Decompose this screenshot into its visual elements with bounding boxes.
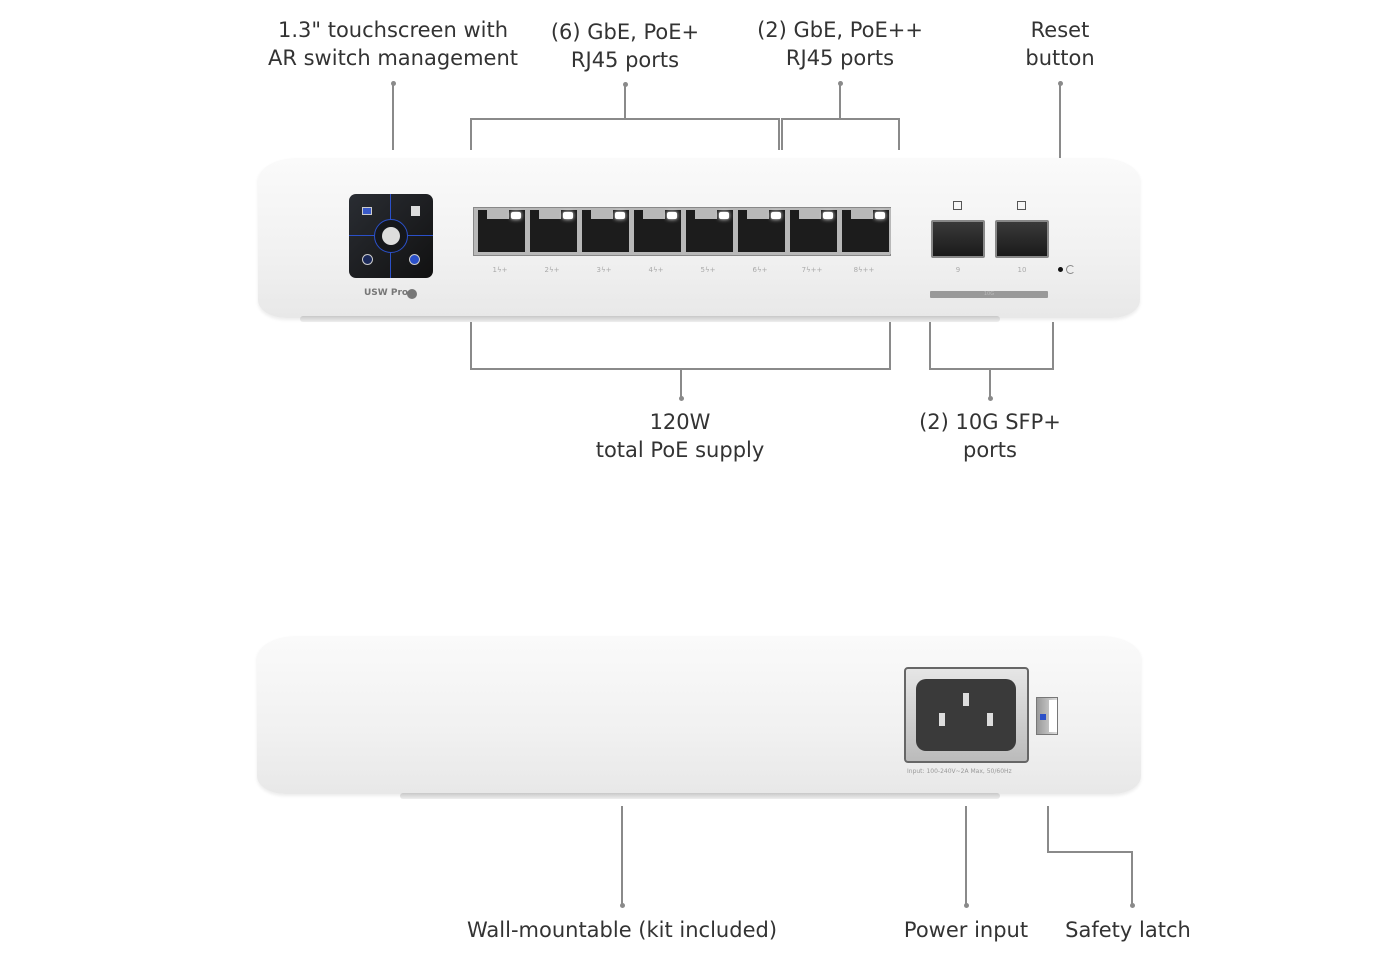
sfp-label: 10 bbox=[1017, 266, 1027, 274]
callout-sfp-ports: (2) 10G SFP+ports bbox=[919, 410, 1061, 462]
port-label: 5ϟ+ bbox=[700, 266, 716, 274]
device-shadow bbox=[300, 316, 1000, 322]
bluetooth-icon bbox=[362, 254, 373, 265]
power-inlet[interactable] bbox=[904, 667, 1029, 763]
reset-button[interactable] bbox=[1058, 267, 1063, 272]
sfp-led-icon bbox=[1017, 201, 1026, 210]
power-rating-label: Input: 100-240V~2A Max, 50/60Hz bbox=[907, 768, 1012, 775]
port-label: 2ϟ+ bbox=[544, 266, 560, 274]
sfp-port-10[interactable] bbox=[995, 220, 1049, 258]
port-label: 8ϟ++ bbox=[853, 266, 875, 274]
callout-safety-latch: Safety latch bbox=[1065, 918, 1191, 942]
sfp-led-icon bbox=[953, 201, 962, 210]
touchscreen[interactable] bbox=[349, 194, 433, 278]
sfp-speed-bar: 10G bbox=[930, 291, 1048, 298]
rj45-port-1[interactable] bbox=[476, 208, 527, 254]
rj45-port-group bbox=[473, 207, 891, 256]
callout-poe-plus-ports: (6) GbE, PoE+RJ45 ports bbox=[550, 20, 700, 72]
rj45-port-6[interactable] bbox=[736, 208, 787, 254]
center-button-icon bbox=[382, 227, 400, 245]
rj45-port-4[interactable] bbox=[632, 208, 683, 254]
poe-bolt-icon bbox=[407, 289, 417, 299]
safety-latch[interactable] bbox=[1036, 697, 1058, 735]
callout-power-input: Power input bbox=[903, 918, 1029, 942]
rj45-port-2[interactable] bbox=[528, 208, 579, 254]
port-label: 6ϟ+ bbox=[752, 266, 768, 274]
port-label: 4ϟ+ bbox=[648, 266, 664, 274]
port-label: 3ϟ+ bbox=[596, 266, 612, 274]
sfp-label: 9 bbox=[955, 266, 961, 274]
rj45-port-7[interactable] bbox=[788, 208, 839, 254]
callout-wall-mount: Wall-mountable (kit included) bbox=[466, 918, 778, 942]
model-label: USW Pro bbox=[364, 288, 409, 298]
port-label: 7ϟ++ bbox=[801, 266, 823, 274]
rj45-port-3[interactable] bbox=[580, 208, 631, 254]
sfp-port-9[interactable] bbox=[931, 220, 985, 258]
rj45-port-8[interactable] bbox=[840, 208, 891, 254]
rj45-port-5[interactable] bbox=[684, 208, 735, 254]
network-icon bbox=[362, 207, 372, 215]
callout-poe-plusplus-ports: (2) GbE, PoE++RJ45 ports bbox=[757, 18, 923, 70]
device-icon bbox=[411, 206, 420, 216]
status-icon bbox=[409, 254, 420, 265]
device-shadow bbox=[400, 793, 1000, 799]
reset-icon bbox=[1066, 265, 1075, 274]
port-label: 1ϟ+ bbox=[492, 266, 508, 274]
lock-icon bbox=[1040, 714, 1046, 720]
